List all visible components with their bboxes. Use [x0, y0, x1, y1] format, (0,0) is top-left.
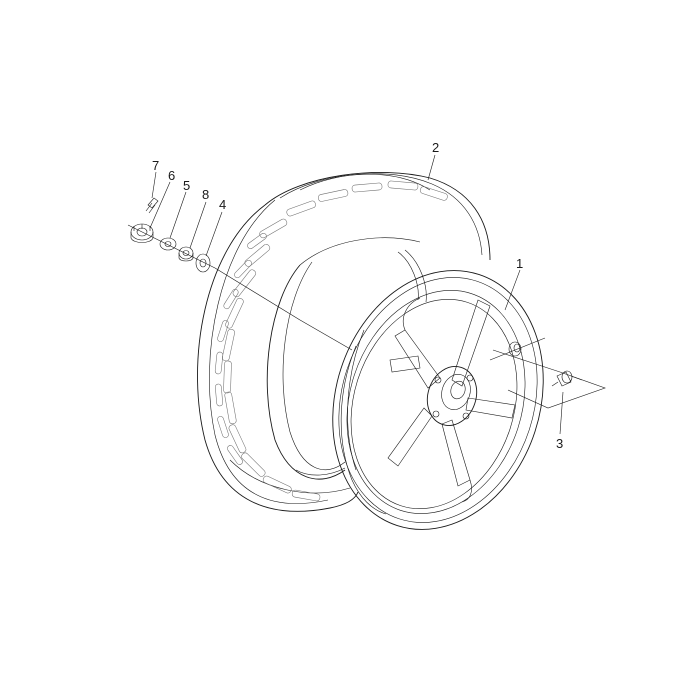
callout-4: 4 — [219, 197, 226, 212]
rim-hub — [426, 366, 478, 426]
castle-nut — [130, 223, 154, 243]
assembly-axis-lines — [127, 224, 606, 409]
callout-7: 7 — [152, 158, 159, 173]
seal-ring — [195, 253, 211, 273]
callout-leaders — [149, 154, 564, 435]
rim-spokes — [387, 297, 516, 503]
callout-5: 5 — [183, 178, 190, 193]
tire — [197, 171, 491, 512]
callout-3: 3 — [556, 436, 563, 451]
cotter-pin — [145, 197, 159, 214]
wheel-rim — [332, 270, 544, 530]
callout-2: 2 — [432, 140, 439, 155]
tire-tread — [214, 180, 448, 502]
callout-8: 8 — [202, 187, 209, 202]
callout-6: 6 — [168, 168, 175, 183]
washer — [159, 237, 177, 251]
spacer-bushing — [178, 246, 194, 262]
callout-1: 1 — [516, 256, 523, 271]
callout-labels: 1 2 3 4 5 6 7 8 — [152, 140, 563, 451]
